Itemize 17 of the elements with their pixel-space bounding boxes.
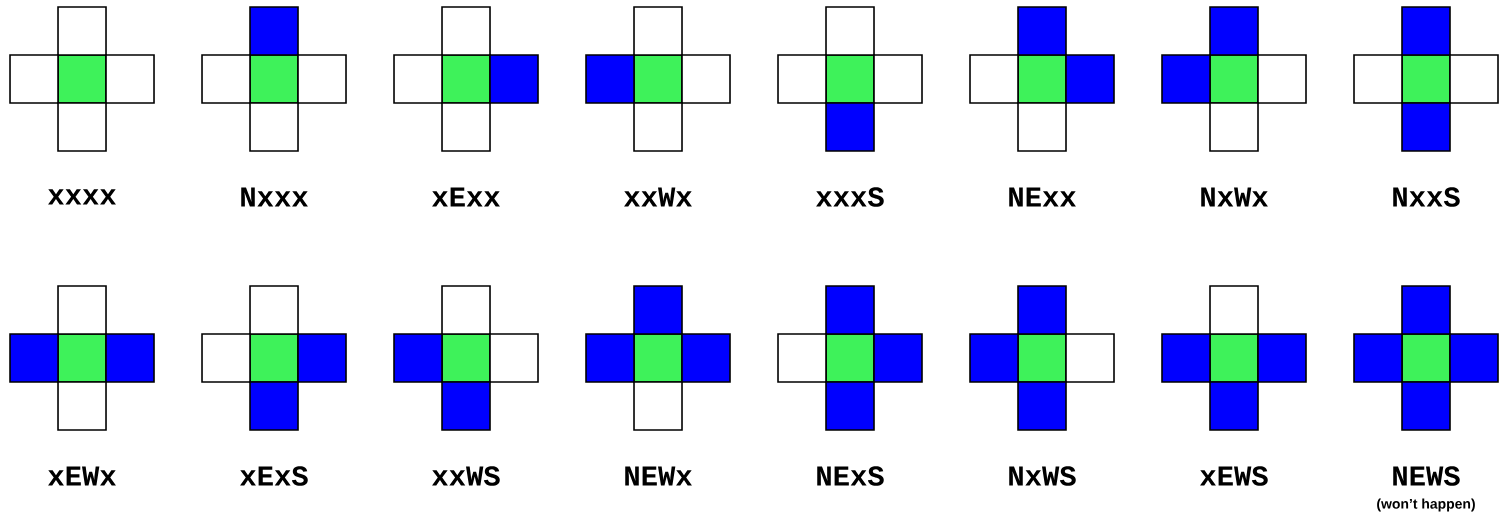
code-label: NxWx [1201,187,1268,207]
code-label: NExS [817,466,884,486]
code-label: xEWS [1200,466,1268,486]
code-label: NExx [1009,187,1076,207]
code-label: NxWS [1009,466,1076,486]
code-label: xxxS [816,187,884,207]
code-label: xxWx [624,187,692,207]
code-label: xExS [240,466,308,486]
code-label: NEWS [1393,466,1460,486]
code-label: NEWx [625,466,692,486]
code-label: Nxxx [241,187,308,207]
code-label: xExx [432,187,500,207]
code-label: xxWS [432,466,500,486]
note: (won’t happen) [1377,498,1475,512]
code-label: xxxx [48,189,116,205]
code-label: xEWx [48,466,116,486]
code-label: NxxS [1393,187,1460,207]
